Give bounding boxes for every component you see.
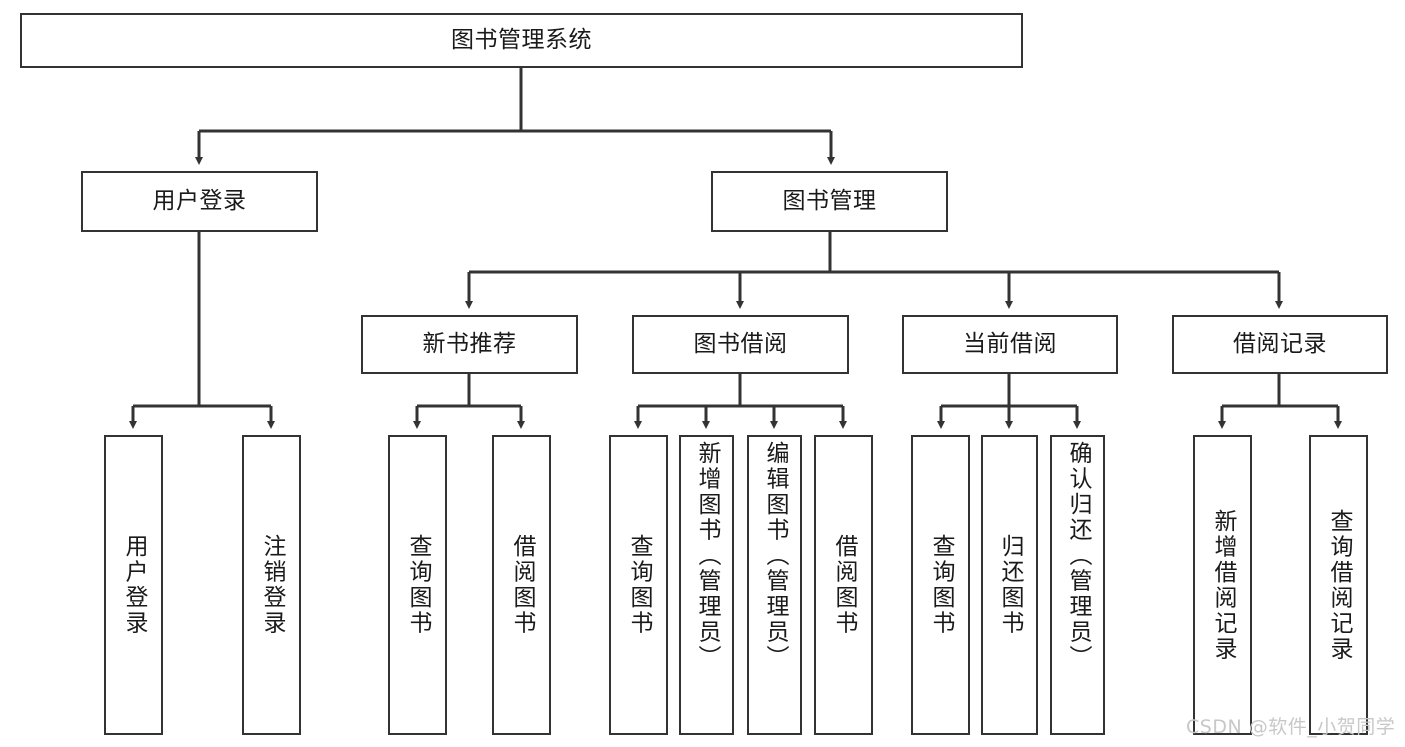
node-book-management[interactable]: 图书管理 (711, 171, 948, 232)
node-user-login[interactable]: 用户登录 (81, 171, 318, 232)
node-root-label: 图书管理系统 (451, 26, 592, 53)
node-leaf-query-books-borrow-label: 查询图书 (626, 534, 652, 636)
node-user-login-label: 用户登录 (152, 187, 247, 214)
node-leaf-add-borrow-record[interactable]: 新增借阅记录 (1193, 435, 1252, 735)
node-leaf-logout-label: 注销登录 (259, 534, 285, 636)
watermark: CSDN @软件_小贺同学 (1186, 716, 1396, 738)
node-new-book-recommend[interactable]: 新书推荐 (361, 315, 578, 374)
node-leaf-user-login-label: 用户登录 (121, 534, 147, 636)
node-book-management-label: 图书管理 (782, 187, 877, 214)
node-leaf-borrow-books-recommend[interactable]: 借阅图书 (492, 435, 551, 735)
node-leaf-return-books[interactable]: 归还图书 (981, 435, 1038, 735)
node-leaf-return-books-label: 归还图书 (997, 534, 1023, 636)
node-current-borrow-label: 当前借阅 (963, 330, 1057, 357)
node-leaf-add-book-admin-label: 新增图书（管理员） (694, 441, 720, 671)
node-leaf-add-book-admin[interactable]: 新增图书（管理员） (679, 435, 734, 735)
node-leaf-query-books-recommend[interactable]: 查询图书 (388, 435, 447, 735)
node-book-borrow[interactable]: 图书借阅 (632, 315, 849, 374)
node-leaf-add-borrow-record-label: 新增借阅记录 (1210, 508, 1236, 662)
node-leaf-borrow-books[interactable]: 借阅图书 (814, 435, 873, 735)
node-leaf-user-login[interactable]: 用户登录 (104, 435, 163, 735)
node-borrow-records-label: 借阅记录 (1233, 330, 1327, 357)
node-leaf-edit-book-admin[interactable]: 编辑图书（管理员） (747, 435, 802, 735)
node-leaf-edit-book-admin-label: 编辑图书（管理员） (762, 441, 788, 671)
node-leaf-query-books-recommend-label: 查询图书 (405, 534, 431, 636)
node-leaf-query-borrow-record-label: 查询借阅记录 (1326, 508, 1352, 662)
node-leaf-logout[interactable]: 注销登录 (242, 435, 301, 735)
node-new-book-recommend-label: 新书推荐 (422, 330, 517, 357)
node-leaf-query-books-current-label: 查询图书 (928, 534, 954, 636)
node-leaf-query-borrow-record[interactable]: 查询借阅记录 (1309, 435, 1368, 735)
node-book-borrow-label: 图书借阅 (693, 330, 788, 357)
node-root[interactable]: 图书管理系统 (20, 13, 1023, 68)
node-leaf-confirm-return-admin[interactable]: 确认归还（管理员） (1050, 435, 1105, 735)
node-leaf-query-books-current[interactable]: 查询图书 (911, 435, 970, 735)
node-leaf-borrow-books-recommend-label: 借阅图书 (509, 534, 535, 636)
node-borrow-records[interactable]: 借阅记录 (1172, 315, 1388, 374)
node-leaf-confirm-return-admin-label: 确认归还（管理员） (1065, 441, 1091, 671)
node-leaf-borrow-books-label: 借阅图书 (831, 534, 857, 636)
node-leaf-query-books-borrow[interactable]: 查询图书 (609, 435, 668, 735)
node-current-borrow[interactable]: 当前借阅 (902, 315, 1118, 374)
